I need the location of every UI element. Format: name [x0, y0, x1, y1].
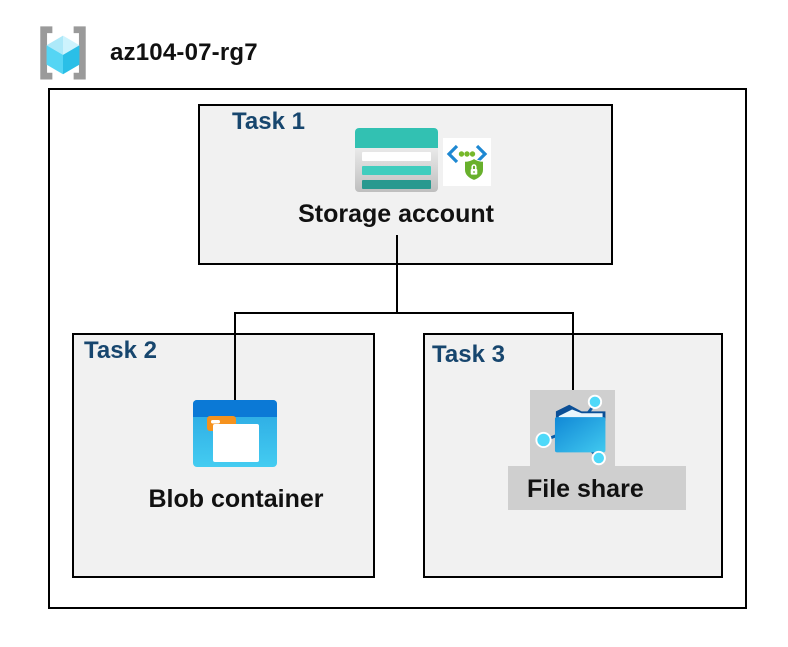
connector-to-file-share — [572, 312, 574, 391]
resource-group-icon — [34, 23, 92, 81]
connector-to-blob-container — [234, 312, 236, 400]
file-share-label: File share — [527, 475, 644, 503]
connector-storage-stem — [396, 235, 398, 313]
task1-label: Task 1 — [232, 108, 305, 135]
resource-group-name: az104-07-rg7 — [110, 39, 258, 66]
task2-label: Task 2 — [84, 337, 157, 364]
connector-horizontal — [234, 312, 574, 314]
blob-container-label: Blob container — [148, 485, 324, 513]
storage-account-label: Storage account — [298, 200, 494, 228]
blob-container-icon — [193, 400, 277, 467]
secure-access-icon — [443, 138, 491, 186]
storage-account-icon — [355, 128, 438, 192]
task3-label: Task 3 — [432, 341, 505, 368]
file-share-icon — [534, 392, 614, 466]
file-share-label-highlight — [508, 466, 686, 510]
